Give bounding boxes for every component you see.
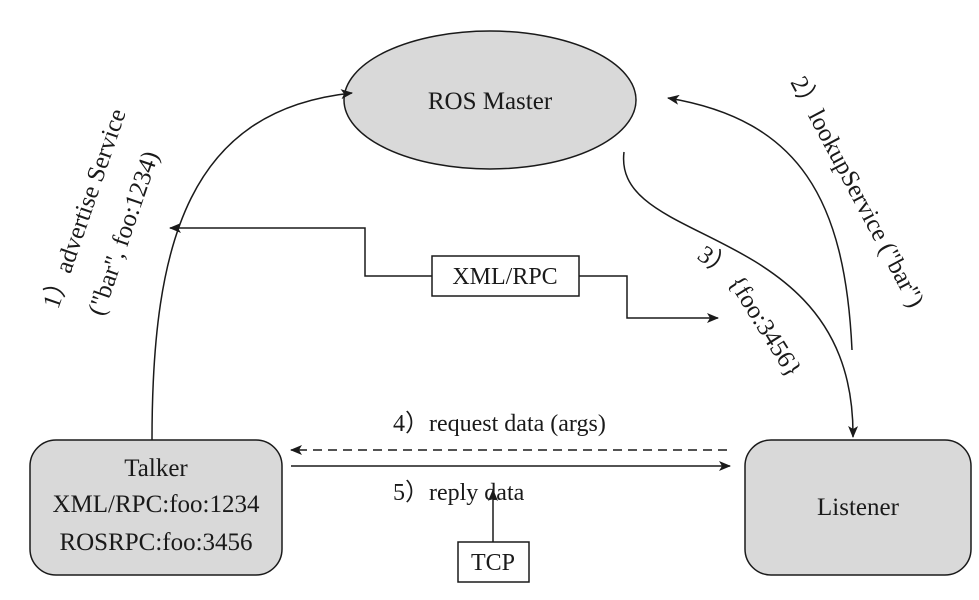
- step-3-value: {foo:3456}: [723, 271, 806, 382]
- tcp-box: [457, 541, 530, 583]
- xmlrpc-connector-left: [169, 223, 432, 277]
- talker-title: Talker: [124, 455, 188, 482]
- talker-node: [29, 439, 283, 576]
- step-2-label: 2）lookupService ("bar"): [785, 72, 930, 312]
- xmlrpc-connector-right: [579, 275, 719, 323]
- step-5-label: 5）reply data: [393, 480, 525, 506]
- step-4-label: 4）request data (args): [393, 411, 606, 437]
- reply-foo-arrow: [623, 151, 859, 438]
- lookup-arrow: [667, 94, 853, 351]
- talker-xmlrpc-address: XML/RPC:foo:1234: [53, 491, 260, 518]
- advertise-arrow: [151, 89, 353, 441]
- tcp-box-label: TCP: [471, 550, 515, 576]
- xmlrpc-box-label: XML/RPC: [452, 264, 557, 290]
- ros-master-label: ROS Master: [428, 88, 553, 115]
- listener-label: Listener: [817, 494, 900, 521]
- talker-rosrpc-address: ROSRPC:foo:3456: [59, 529, 252, 556]
- ros-master-node: [343, 30, 637, 170]
- listener-node: [744, 439, 972, 576]
- xmlrpc-box: [431, 255, 580, 297]
- step-3-number: 3）: [693, 240, 740, 284]
